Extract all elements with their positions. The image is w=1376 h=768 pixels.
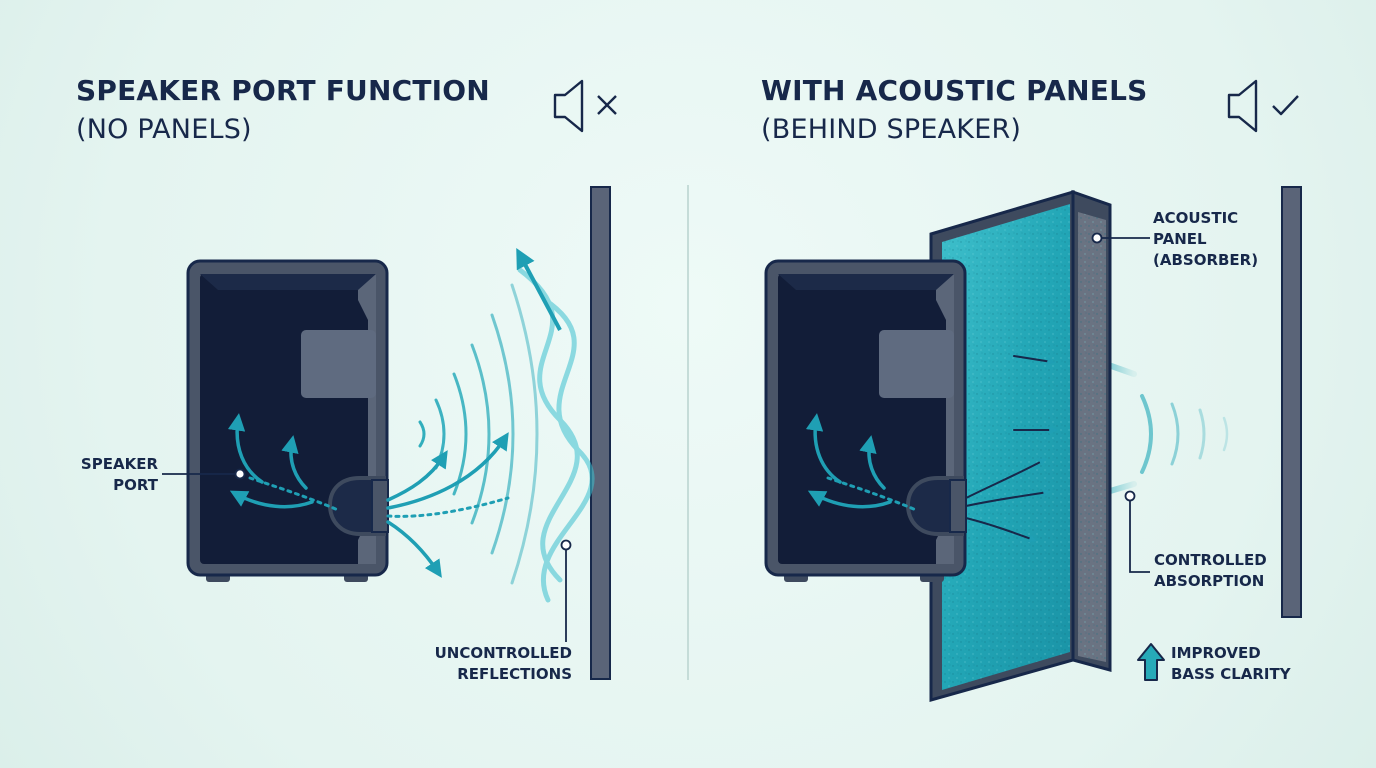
port-airflow-arrows-right: [965, 458, 1052, 543]
right-title-main: WITH ACOUSTIC PANELS: [761, 74, 1148, 107]
speaker-port-pointer: [162, 468, 246, 480]
port-airflow-arrows-left: [386, 432, 510, 578]
panel-pointer: [1091, 232, 1150, 244]
right-panel-title: WITH ACOUSTIC PANELS (BEHIND SPEAKER): [761, 72, 1148, 150]
internal-airflow-arrows-right: [805, 413, 918, 512]
speaker-check-icon: [1227, 79, 1299, 133]
speaker-cabinet-left: [186, 259, 389, 582]
speaker-muted-x-icon: [553, 79, 617, 133]
speaker-driver-block-right: [879, 330, 954, 398]
attenuated-waves-right: [1140, 394, 1229, 474]
sound-waves-left: [418, 283, 539, 585]
right-title-sub: (BEHIND SPEAKER): [761, 114, 1022, 145]
absorption-pointer: [1124, 490, 1150, 573]
improved-bass-label: IMPROVED BASS CLARITY: [1171, 644, 1291, 683]
back-wall-right: [1281, 186, 1302, 618]
internal-airflow-arrows-left: [227, 413, 340, 512]
speaker-driver-block: [301, 330, 376, 398]
controlled-absorption-label: CONTROLLED ABSORPTION: [1154, 551, 1267, 590]
left-title-main: SPEAKER PORT FUNCTION: [76, 74, 490, 107]
reflected-arrow-up: [516, 247, 562, 331]
speaker-cabinet-right: [764, 259, 967, 582]
back-wall-left: [590, 186, 611, 680]
absorbed-arrows-right: [1013, 355, 1058, 434]
acoustic-panel-label: ACOUSTIC PANEL (ABSORBER): [1153, 209, 1259, 269]
left-panel-title: SPEAKER PORT FUNCTION (NO PANELS): [76, 72, 490, 150]
acoustic-panel-slab: [929, 189, 1112, 702]
speaker-port-label: SPEAKER PORT: [80, 455, 158, 494]
up-arrow-icon: [1137, 643, 1165, 681]
reflections-pointer: [560, 539, 572, 642]
left-title-sub: (NO PANELS): [76, 114, 252, 145]
uncontrolled-reflections-label: UNCONTROLLED REFLECTIONS: [434, 644, 572, 683]
